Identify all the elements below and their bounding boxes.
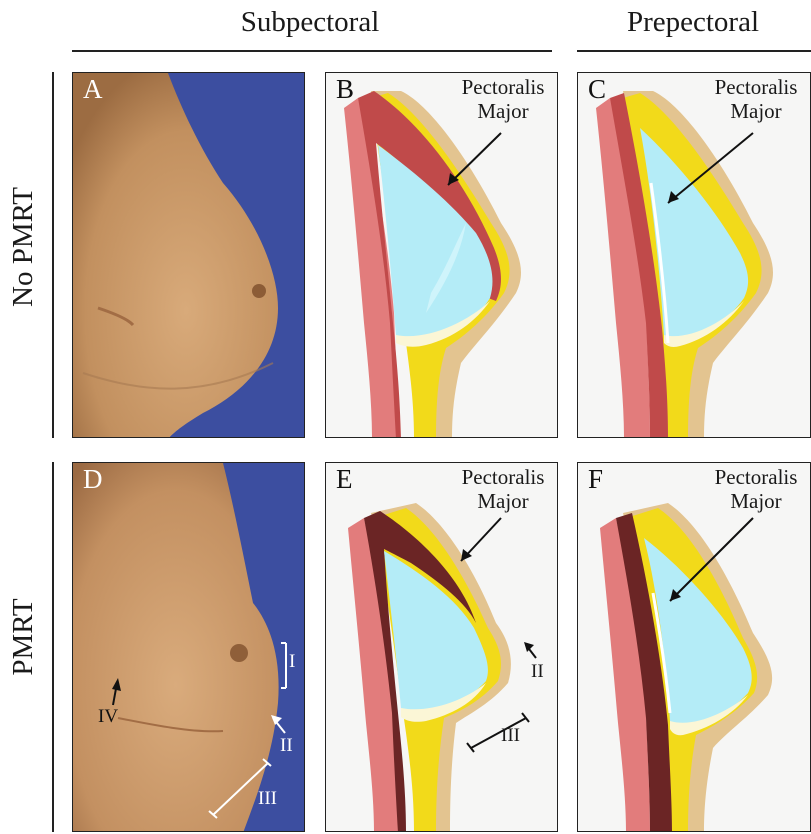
panel-e-annotation-ii: II — [531, 661, 544, 683]
panel-d-annotation-iii: III — [258, 788, 277, 810]
row-rule-no-pmrt — [52, 72, 54, 438]
row-header-pmrt: PMRT — [7, 557, 41, 717]
panel-d-photo: D I II III IV — [72, 462, 305, 832]
column-rule-subpectoral — [72, 50, 552, 52]
panel-d-annotation-iv: IV — [98, 706, 118, 728]
panel-b-diagram — [326, 73, 558, 438]
panel-c-letter: C — [588, 75, 606, 105]
panel-d-annotation-ii: II — [280, 735, 293, 757]
panel-a-photo: A — [72, 72, 305, 438]
column-header-subpectoral: Subpectoral — [70, 6, 550, 39]
panel-d-letter: D — [83, 465, 103, 495]
panel-e-annotation-iii: III — [501, 725, 520, 747]
panel-d-annotation-i: I — [289, 651, 295, 673]
column-header-prepectoral: Prepectoral — [575, 6, 811, 39]
panel-e-diagram — [326, 463, 558, 832]
panel-a-letter: A — [83, 75, 103, 105]
panel-f-letter: F — [588, 465, 603, 495]
panel-b-letter: B — [336, 75, 354, 105]
row-rule-pmrt — [52, 462, 54, 832]
panel-e-letter: E — [336, 465, 353, 495]
panel-d-breast-photo — [73, 463, 305, 832]
panel-a-breast-photo — [73, 73, 305, 438]
panel-c-diagram — [578, 73, 811, 438]
column-rule-prepectoral — [577, 50, 811, 52]
panel-f-diagram — [578, 463, 811, 832]
row-header-no-pmrt: No PMRT — [7, 167, 41, 327]
